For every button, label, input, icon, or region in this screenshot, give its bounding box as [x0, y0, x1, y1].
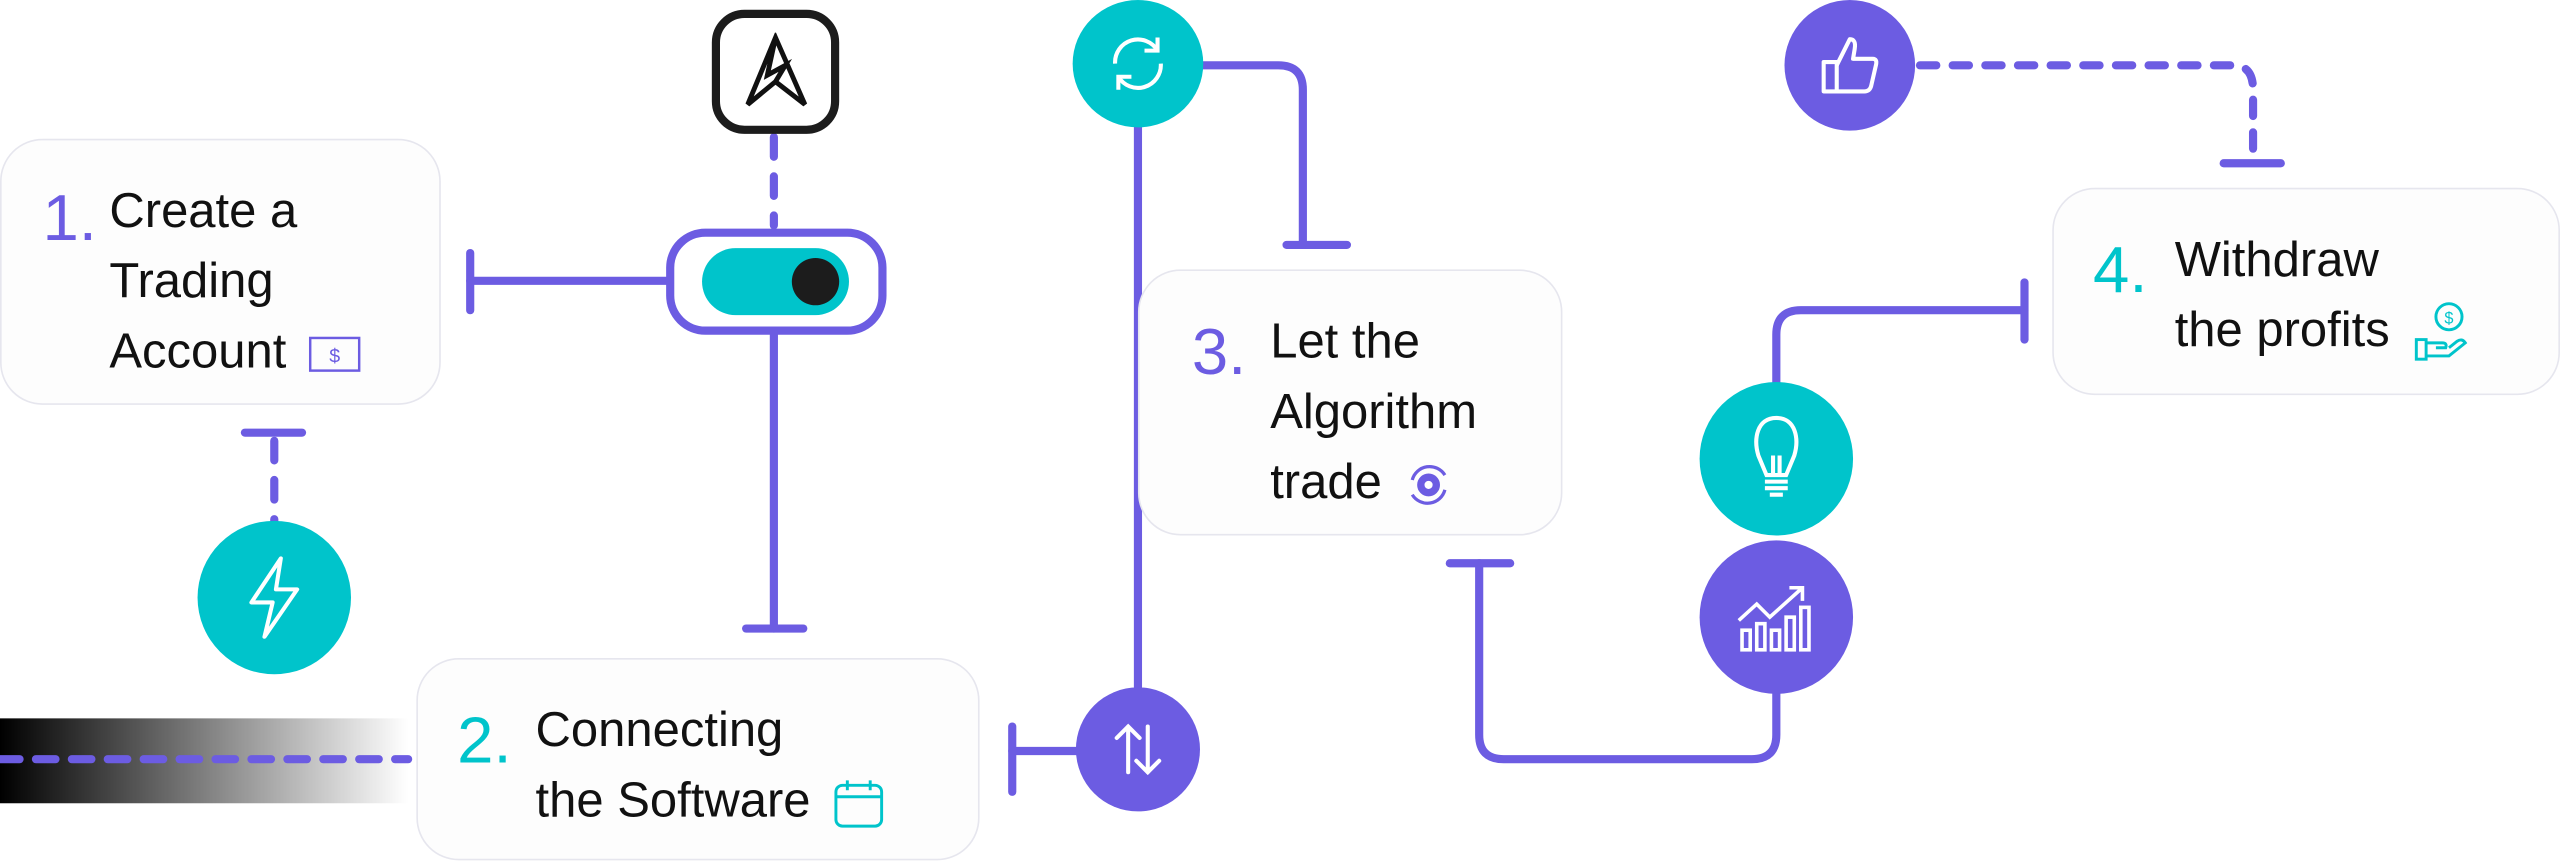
step-number: 1. — [42, 182, 97, 255]
svg-text:$: $ — [330, 346, 341, 368]
swap-vertical-icon — [1114, 723, 1162, 776]
step-title: Connecting the Software — [536, 696, 886, 836]
logo-icon — [745, 32, 808, 107]
step-card-1: 1. Create a Trading Account $ — [0, 138, 441, 405]
toggle-switch[interactable] — [666, 228, 887, 335]
toggle-knob — [791, 257, 840, 306]
step-title-line: Algorithm — [1270, 385, 1478, 440]
step-number: 3. — [1191, 316, 1247, 389]
refresh-icon — [1113, 37, 1163, 90]
step-card-4: 4. Withdraw the profits $ — [2052, 187, 2560, 396]
step-title-line: Connecting — [535, 703, 784, 758]
step-title-line: Trading — [109, 254, 274, 309]
step-number: 4. — [2093, 235, 2148, 307]
step-card-2: 2. Connecting the Software — [416, 657, 980, 861]
toggle-track — [702, 248, 849, 316]
step-title-line: the Software — [535, 773, 811, 828]
step-title-line: the profits — [2174, 303, 2390, 358]
thumbs-up-node — [1784, 0, 1916, 131]
lightning-node — [197, 520, 352, 675]
step-title-line: trade — [1270, 455, 1382, 510]
growth-chart-icon — [1737, 585, 1811, 652]
step-title: Create a Trading Account $ — [109, 176, 362, 387]
connector-card3-chart — [1475, 559, 1781, 764]
svg-text:$: $ — [2444, 309, 2453, 327]
step-card-3: 3. Let the Algorithm trade — [1137, 269, 1563, 536]
hand-coin-icon: $ — [2414, 302, 2467, 361]
calendar-icon — [835, 780, 884, 828]
lightbulb-node — [1699, 382, 1854, 536]
step-title: Withdraw the profits $ — [2175, 225, 2468, 366]
step-number: 2. — [457, 705, 512, 778]
thumbs-up-icon — [1821, 37, 1879, 94]
logo-box — [711, 9, 840, 134]
connector-thumbs-card4 — [1915, 61, 2258, 160]
lightbulb-icon — [1754, 415, 1799, 497]
step-title-line: Withdraw — [2174, 233, 2379, 288]
banknote-icon: $ — [309, 336, 362, 372]
growth-chart-node — [1699, 540, 1854, 694]
lightning-icon — [249, 556, 300, 639]
step-title-line: Account — [109, 324, 287, 379]
gear-cycle-icon — [1411, 465, 1448, 505]
connector-bulb-card4 — [1772, 306, 2029, 387]
refresh-node — [1072, 0, 1204, 128]
swap-node — [1075, 687, 1200, 812]
step-title: Let the Algorithm trade — [1270, 307, 1477, 518]
connector-refresh-card3 — [1199, 61, 1307, 249]
step-title-line: Create a — [109, 184, 298, 239]
step-title-line: Let the — [1270, 315, 1420, 369]
